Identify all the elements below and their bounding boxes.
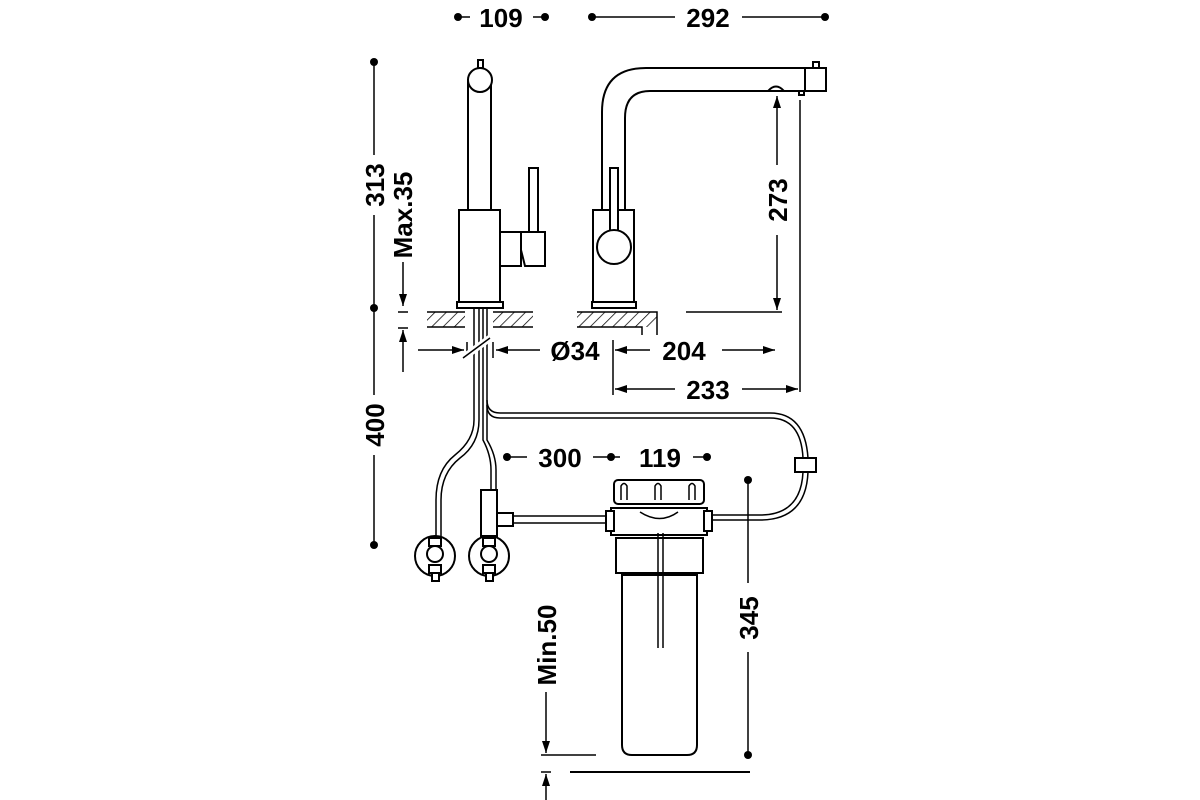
dim-label-400: 400 [360,403,390,446]
water-filter [605,479,713,756]
dim-label-min50: Min.50 [532,605,562,686]
faucet-front-view [577,61,827,335]
dim-label-292: 292 [686,3,729,33]
dim-345: 345 [734,476,764,759]
dim-label-max35: Max.35 [388,172,418,259]
dim-label-313: 313 [360,163,390,206]
dim-label-300: 300 [538,443,581,473]
dim-400: 400 [360,308,390,549]
dim-313: 313 [360,58,390,312]
dim-300-119: 300 119 [503,443,711,473]
dim-label-119: 119 [639,443,681,473]
dim-diameter-34: Ø34 [418,336,600,366]
dim-204: 204 [615,336,775,366]
valve-cold [414,535,456,582]
faucet-side-view [427,59,546,328]
hoses [435,308,817,540]
dim-292: 292 [588,3,829,33]
dim-label-204: 204 [662,336,706,366]
dim-label-109: 109 [479,3,522,33]
dim-label-273: 273 [763,178,793,221]
dim-label-233: 233 [686,375,729,405]
dim-label-345: 345 [734,596,764,639]
dim-273: 273 [686,96,793,313]
valve-hot [468,489,514,582]
dim-label-34: Ø34 [550,336,600,366]
dim-min50: Min.50 [532,605,750,800]
dim-max35: Max.35 [388,172,418,372]
dim-109: 109 [454,3,549,33]
dim-233: 233 [615,375,798,405]
